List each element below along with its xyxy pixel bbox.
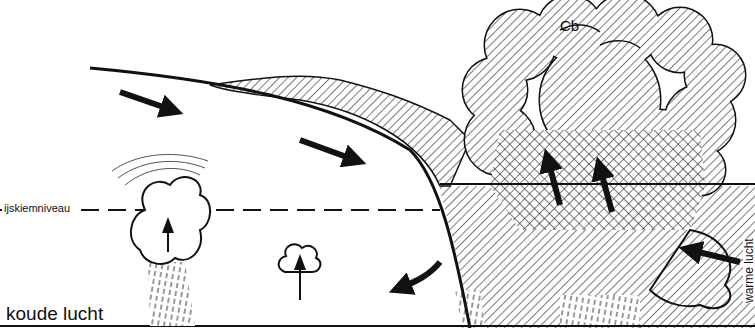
freezing-level-label: ijskiemniveau	[2, 202, 72, 215]
air-mass-label: koude lucht	[4, 303, 105, 324]
air-mass-label: warme lucht	[743, 238, 755, 303]
cloud-type-label: Cb	[560, 18, 579, 33]
